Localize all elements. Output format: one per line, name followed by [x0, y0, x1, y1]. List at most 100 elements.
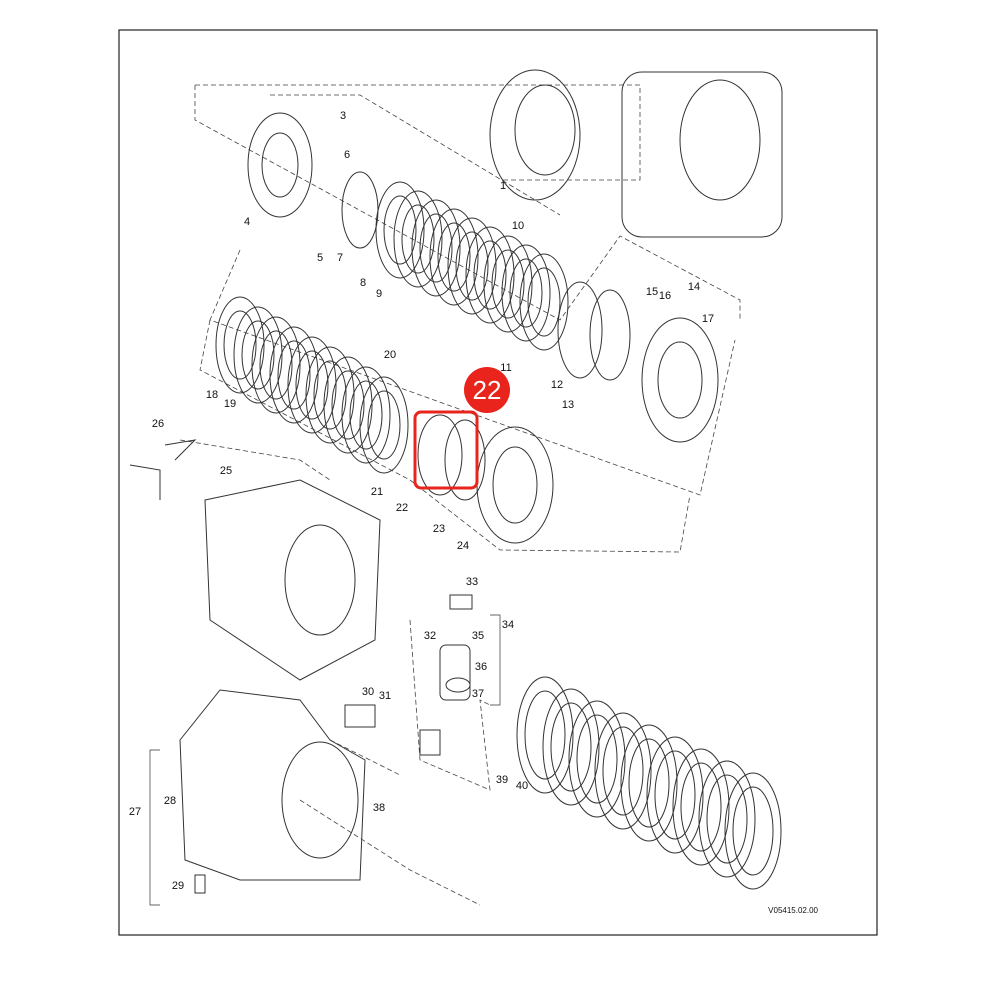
part-label-29: 29	[172, 880, 184, 892]
part-label-14: 14	[688, 281, 700, 293]
plate-ring	[383, 195, 417, 265]
part-label-9: 9	[376, 288, 382, 300]
part-label-22: 22	[396, 502, 408, 514]
part-13-ring	[589, 289, 631, 381]
part-label-11: 11	[500, 362, 511, 374]
part-label-23: 23	[433, 523, 445, 535]
part-label-20: 20	[384, 349, 396, 361]
plate-ring	[251, 316, 301, 414]
bracket-34	[490, 614, 501, 706]
part-label-25: 25	[220, 465, 232, 477]
plate-ring	[542, 688, 600, 806]
highlight-box[interactable]	[413, 410, 479, 490]
part-32-valve	[419, 729, 441, 756]
part-label-32: 32	[424, 630, 436, 642]
plate-ring	[341, 366, 391, 464]
plate-ring	[732, 786, 774, 876]
group-outlines	[179, 84, 741, 906]
part-label-12: 12	[551, 379, 563, 391]
part-label-30: 30	[362, 686, 374, 698]
plate-ring	[724, 772, 782, 890]
part-label-19: 19	[224, 398, 236, 410]
plate-ring	[654, 750, 696, 840]
plate-ring	[305, 346, 355, 444]
plate-ring	[411, 199, 461, 297]
plate-ring	[401, 204, 435, 274]
housing-middle	[204, 479, 381, 681]
plate-ring	[429, 208, 479, 306]
part-28-housing	[179, 689, 366, 881]
part-33-block	[449, 594, 473, 610]
plate-ring	[602, 726, 644, 816]
plate-ring	[646, 736, 704, 854]
part-39-40-friction-discs	[516, 676, 782, 890]
part-label-10: 10	[512, 220, 524, 232]
part-7-gear	[341, 171, 379, 249]
housing-top	[621, 71, 783, 238]
parts-drawings	[129, 69, 783, 894]
bracket-27	[149, 749, 160, 906]
part-18-19-clutch-plates	[215, 296, 409, 474]
part-label-6: 6	[344, 149, 350, 161]
plate-ring	[594, 712, 652, 830]
plate-ring	[473, 240, 507, 310]
plate-ring	[349, 380, 383, 450]
part-label-40: 40	[516, 780, 528, 792]
part-22-ring	[417, 414, 463, 496]
plate-ring	[628, 738, 670, 828]
part-label-15: 15	[646, 286, 658, 298]
plate-ring	[419, 213, 453, 283]
plate-ring	[524, 690, 566, 780]
part-23-ring	[444, 419, 486, 501]
plate-ring	[393, 190, 443, 288]
plate-ring	[550, 702, 592, 792]
part-8-9-clutch-plates	[375, 181, 569, 351]
part-label-4: 4	[244, 216, 250, 228]
part-label-37: 37	[472, 688, 484, 700]
plate-ring	[680, 762, 722, 852]
plate-ring	[527, 267, 561, 337]
plate-ring	[672, 748, 730, 866]
part-label-8: 8	[360, 277, 366, 289]
part-label-39: 39	[496, 774, 508, 786]
part-label-1: 1	[500, 180, 506, 192]
part-label-34: 34	[502, 619, 514, 631]
part-label-35: 35	[472, 630, 484, 642]
part-36-sensor	[439, 644, 471, 701]
plate-ring	[706, 774, 748, 864]
part-25-26-brackets	[129, 439, 197, 500]
part-label-27: 27	[129, 806, 141, 818]
plate-ring	[287, 336, 337, 434]
plate-ring	[233, 306, 283, 404]
plate-ring	[295, 350, 329, 420]
part-label-33: 33	[466, 576, 478, 588]
part-label-5: 5	[317, 252, 323, 264]
part-label-31: 31	[379, 690, 391, 702]
plate-ring	[620, 724, 678, 842]
plate-ring	[516, 676, 574, 794]
plate-ring	[509, 258, 543, 328]
part-30-plate	[344, 704, 376, 728]
plate-ring	[323, 356, 373, 454]
plate-ring	[359, 376, 409, 474]
plate-ring	[447, 217, 497, 315]
drawing-code: V05415.02.00	[768, 906, 818, 915]
part-17-carrier	[641, 317, 719, 443]
plate-ring	[259, 330, 293, 400]
plate-ring	[465, 226, 515, 324]
part-29-plug	[194, 874, 206, 894]
plate-ring	[501, 244, 551, 342]
plate-ring	[269, 326, 319, 424]
highlight-callout-badge[interactable]	[464, 367, 510, 413]
plate-ring	[277, 340, 311, 410]
plate-ring	[576, 714, 618, 804]
part-label-17: 17	[702, 313, 714, 325]
plate-ring	[568, 700, 626, 818]
plate-ring	[455, 231, 489, 301]
highlight-callout-label: 22	[473, 375, 502, 405]
plate-ring	[698, 760, 756, 878]
plate-ring	[241, 320, 275, 390]
plate-ring	[483, 235, 533, 333]
part-37-oring	[445, 677, 471, 693]
